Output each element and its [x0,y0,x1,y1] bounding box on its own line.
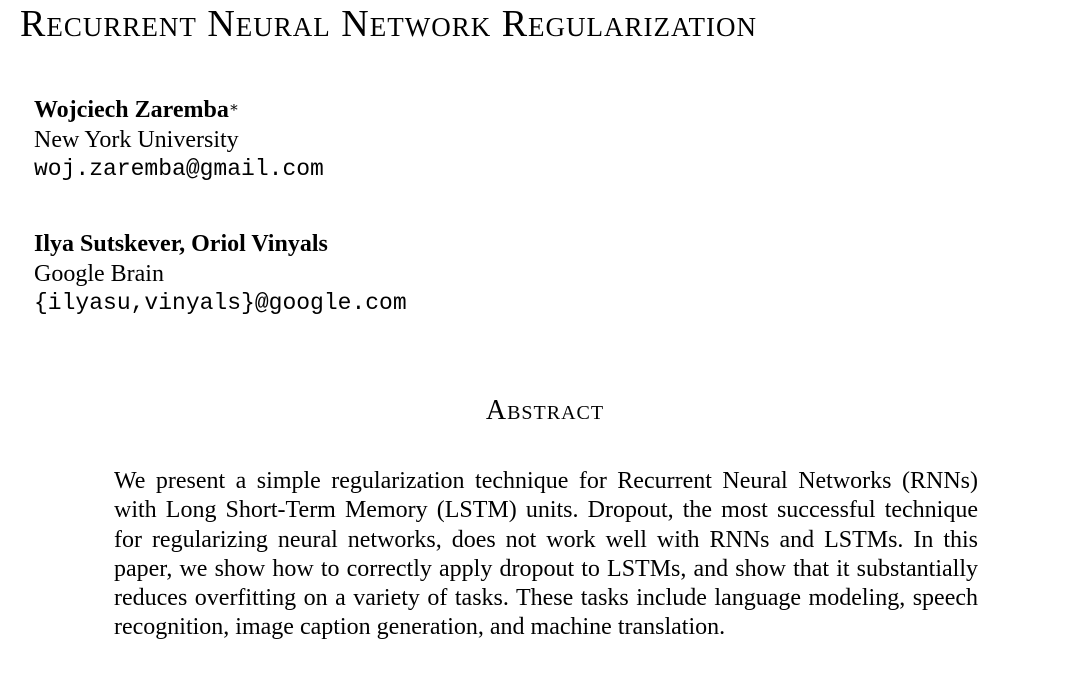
author-name: Wojciech Zaremba∗ [34,96,324,126]
author-name-text: Ilya Sutskever, Oriol Vinyals [34,231,328,257]
abstract-heading: Abstract [485,395,605,426]
author-email: {ilyasu,vinyals}@google.com [34,290,407,316]
abstract-text: We present a simple regularization techn… [114,468,978,641]
author-name-text: Wojciech Zaremba [34,97,229,123]
paper-title: Recurrent Neural Network Regularization [20,3,758,45]
author-email: woj.zaremba@gmail.com [34,156,324,182]
author-name: Ilya Sutskever, Oriol Vinyals [34,230,407,260]
author-affiliation: Google Brain [34,260,164,287]
author-block-1: Wojciech Zaremba∗ New York University wo… [34,96,324,185]
footnote-marker: ∗ [228,100,240,116]
author-affiliation: New York University [34,126,239,153]
author-block-2: Ilya Sutskever, Oriol Vinyals Google Bra… [34,230,407,319]
